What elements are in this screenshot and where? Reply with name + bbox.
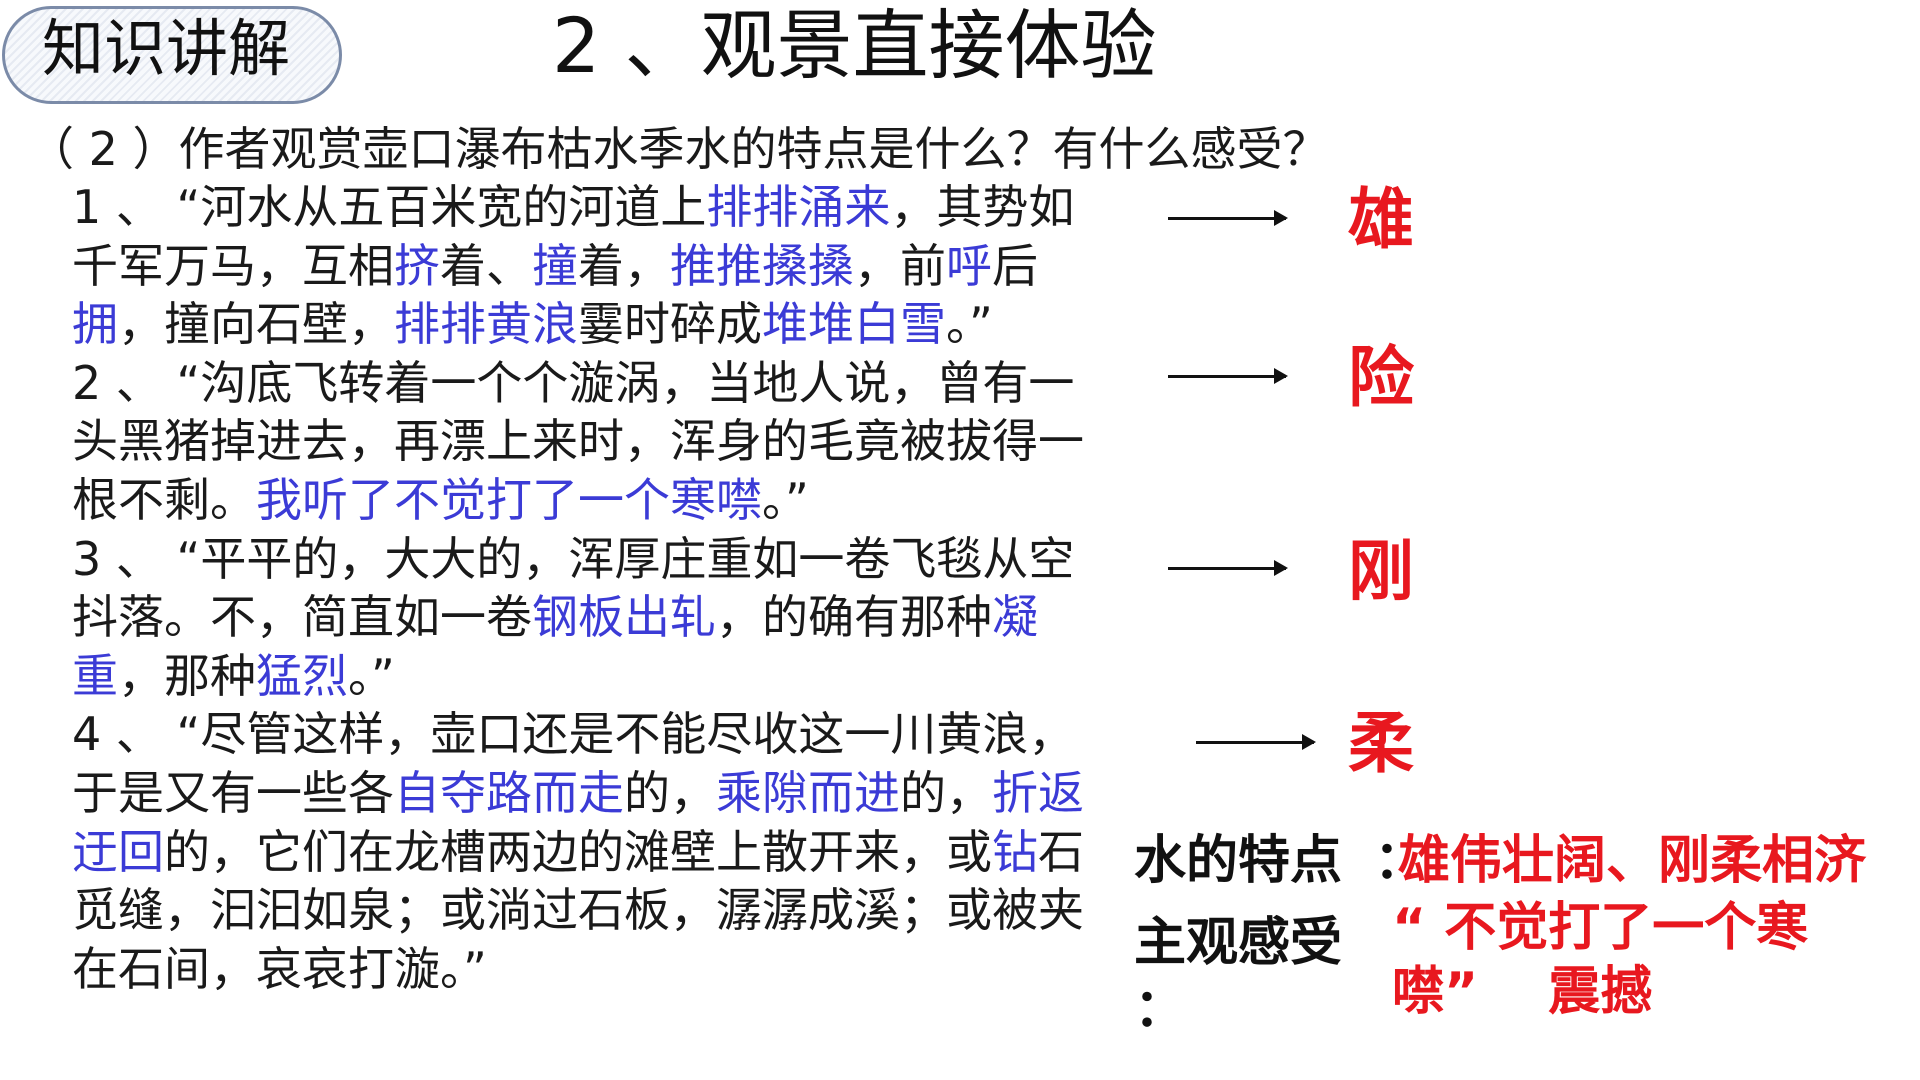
section-badge-label: 知识讲解 bbox=[42, 12, 291, 85]
highlighted-phrase: 撞 bbox=[532, 238, 578, 293]
highlighted-phrase: 凝重 bbox=[72, 590, 1038, 703]
passage-text: 。” bbox=[946, 297, 993, 352]
passage-text: 。” bbox=[762, 472, 809, 527]
passage-text: 后 bbox=[992, 238, 1038, 293]
feature-label: 水的特点 bbox=[1134, 831, 1343, 891]
arrow-icon bbox=[1168, 560, 1288, 576]
passage-text: 1 、 “河水从五百米宽的河道上 bbox=[72, 180, 707, 234]
trait-gang: 刚 bbox=[1348, 533, 1414, 610]
passage-text: 霎时碎成 bbox=[578, 297, 762, 352]
passage-text: 石觅缝，汩汩如泉；或淌过石板，潺潺成溪；或被夹在石间，哀哀打漩。” bbox=[72, 824, 1084, 996]
passage-text: 。” bbox=[348, 648, 395, 703]
highlighted-phrase: 堆堆白雪 bbox=[762, 297, 946, 352]
highlighted-phrase: 猛烈 bbox=[256, 648, 348, 703]
arrow-icon bbox=[1168, 210, 1288, 226]
passage-text: 的， bbox=[624, 765, 716, 820]
highlighted-phrase: 乘隙而进 bbox=[716, 765, 900, 820]
highlighted-phrase: 挤 bbox=[394, 238, 440, 293]
highlighted-phrase: 钻 bbox=[992, 824, 1038, 879]
question-text: （ 2 ）作者观赏壶口瀑布枯水季水的特点是什么？有什么感受？ bbox=[28, 122, 1329, 176]
highlighted-phrase: 钢板出轧 bbox=[532, 590, 716, 645]
passage-text: ，那种 bbox=[118, 648, 256, 703]
passage-text: 的， bbox=[900, 765, 992, 820]
highlighted-phrase: 推推搡搡 bbox=[670, 238, 854, 293]
passage-text: 的，它们在龙槽两边的滩壁上散开来，或 bbox=[164, 824, 992, 879]
feature-colon: ： bbox=[1374, 831, 1427, 891]
passage-1: 1 、 “河水从五百米宽的河道上排排涌来，其势如千军万马，互相挤着、撞着，推推搡… bbox=[72, 178, 1112, 354]
highlighted-phrase: 折返迂回 bbox=[72, 765, 1084, 879]
arrow-icon bbox=[1196, 734, 1316, 750]
feeling-label: 主观感受 bbox=[1134, 913, 1343, 973]
passage-text: ，的确有那种 bbox=[716, 590, 992, 645]
passage-2: 2 、 “沟底飞转着一个个漩涡，当地人说，曾有一头黑猪掉进去，再漂上来时，浑身的… bbox=[72, 354, 1112, 530]
highlighted-phrase: 呼 bbox=[946, 238, 992, 293]
highlighted-phrase: 排排黄浪 bbox=[394, 297, 578, 352]
trait-rou: 柔 bbox=[1348, 705, 1414, 782]
feeling-colon: ： bbox=[1134, 979, 1187, 1039]
feeling-value: “ 不觉打了一个寒噤” 震撼 bbox=[1392, 898, 1809, 1022]
passage-text: 4 、 “尽管这样，壶口还是不能尽收这一川黄浪，于是又有一些各 bbox=[72, 707, 1075, 820]
passage-text: ，前 bbox=[854, 238, 946, 293]
highlighted-phrase: 排排涌来 bbox=[706, 180, 891, 234]
passage-text: ，其势如千军万马，互相 bbox=[72, 180, 1075, 293]
passage-text: ，撞向石壁， bbox=[118, 297, 394, 352]
section-badge bbox=[2, 6, 342, 104]
passage-list: 1 、 “河水从五百米宽的河道上排排涌来，其势如千军万马，互相挤着、撞着，推推搡… bbox=[72, 178, 1112, 998]
highlighted-phrase: 自夺路而走 bbox=[394, 765, 624, 820]
passage-text: 3 、 “平平的，大大的，浑厚庄重如一卷飞毯从空抖落。不，简直如一卷 bbox=[72, 531, 1075, 645]
trait-xiong: 雄 bbox=[1348, 181, 1414, 258]
passage-3: 3 、 “平平的，大大的，浑厚庄重如一卷飞毯从空抖落。不，简直如一卷钢板出轧，的… bbox=[72, 530, 1112, 706]
passage-4: 4 、 “尽管这样，壶口还是不能尽收这一川黄浪，于是又有一些各自夺路而走的，乘隙… bbox=[72, 705, 1112, 998]
trait-xian: 险 bbox=[1348, 339, 1414, 416]
passage-text: 着， bbox=[578, 238, 670, 293]
passage-text: 着、 bbox=[440, 238, 532, 293]
feature-value: 雄伟壮阔、刚柔相济 bbox=[1398, 831, 1867, 891]
passage-text: 2 、 “沟底飞转着一个个漩涡，当地人说，曾有一头黑猪掉进去，再漂上来时，浑身的… bbox=[72, 355, 1084, 527]
slide-title: 2 、观景直接体验 bbox=[552, 1, 1157, 90]
highlighted-phrase: 我听了不觉打了一个寒噤 bbox=[256, 472, 762, 527]
arrow-icon bbox=[1168, 368, 1288, 384]
highlighted-phrase: 拥 bbox=[72, 297, 118, 352]
